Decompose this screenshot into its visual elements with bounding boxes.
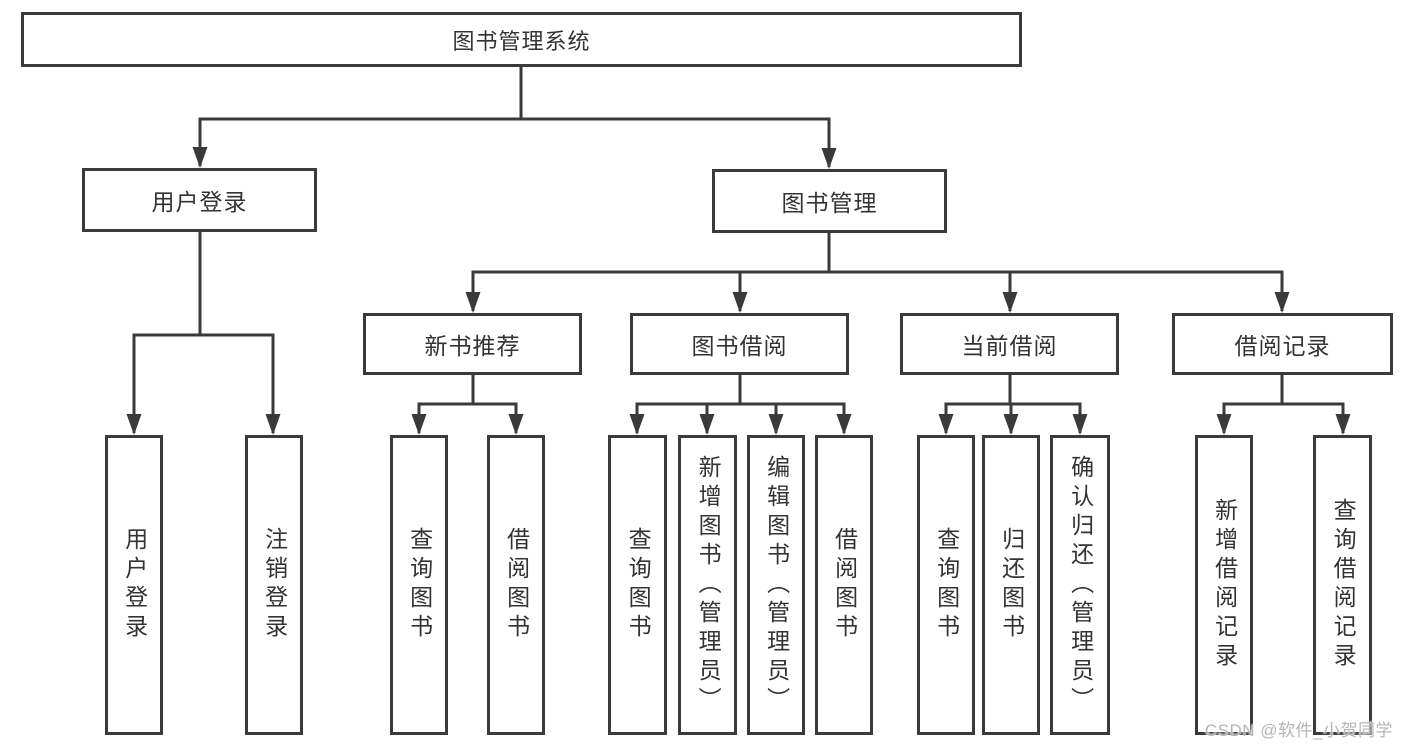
node-label: 新书推荐	[424, 333, 521, 359]
node-label: 确认归还（管理员）	[1067, 454, 1094, 716]
node-leaf-query-borrow-record: 查询借阅记录	[1313, 435, 1372, 735]
node-label: 用户登录	[151, 189, 248, 215]
node-leaf-edit-books-admin: 编辑图书（管理员）	[747, 435, 805, 735]
node-label: 图书管理	[781, 190, 878, 216]
csdn-watermark: CSDN @软件_小贺同学	[1204, 721, 1393, 740]
node-label: 查询图书	[625, 527, 652, 643]
node-label: 注销登录	[261, 527, 288, 643]
node-label: 查询图书	[406, 527, 433, 643]
node-label: 查询图书	[933, 527, 960, 643]
node-label: 用户登录	[121, 527, 148, 643]
node-leaf-add-books-admin: 新增图书（管理员）	[678, 435, 737, 735]
node-label: 归还图书	[998, 527, 1025, 643]
node-leaf-query-books-1: 查询图书	[390, 435, 448, 735]
node-new-book-recommendation: 新书推荐	[363, 313, 582, 375]
node-leaf-logout: 注销登录	[245, 435, 303, 735]
node-book-borrowing: 图书借阅	[630, 313, 849, 375]
node-leaf-confirm-return-admin: 确认归还（管理员）	[1050, 435, 1110, 735]
node-label: 当前借阅	[961, 333, 1058, 359]
node-book-management-branch: 图书管理	[712, 169, 947, 233]
node-label: 图书管理系统	[452, 28, 591, 54]
node-leaf-user-login: 用户登录	[105, 435, 163, 735]
node-library-management-system: 图书管理系统	[21, 12, 1022, 67]
node-user-login-branch: 用户登录	[82, 168, 317, 232]
node-borrowing-records: 借阅记录	[1172, 313, 1393, 375]
node-label: 借阅图书	[503, 527, 530, 643]
node-leaf-query-books-2: 查询图书	[608, 435, 667, 735]
node-label: 编辑图书（管理员）	[763, 454, 790, 716]
node-label: 图书借阅	[691, 333, 788, 359]
node-label: 新增借阅记录	[1211, 498, 1238, 672]
node-label: 借阅记录	[1234, 333, 1331, 359]
node-current-borrowing: 当前借阅	[900, 313, 1119, 375]
node-label: 查询借阅记录	[1330, 498, 1357, 672]
node-label: 新增图书（管理员）	[695, 454, 722, 716]
node-leaf-return-books: 归还图书	[982, 435, 1040, 735]
node-label: 借阅图书	[831, 527, 858, 643]
node-leaf-borrow-books-2: 借阅图书	[815, 435, 873, 735]
node-leaf-query-books-3: 查询图书	[917, 435, 975, 735]
node-leaf-add-borrow-record: 新增借阅记录	[1195, 435, 1253, 735]
node-leaf-borrow-books-1: 借阅图书	[487, 435, 545, 735]
